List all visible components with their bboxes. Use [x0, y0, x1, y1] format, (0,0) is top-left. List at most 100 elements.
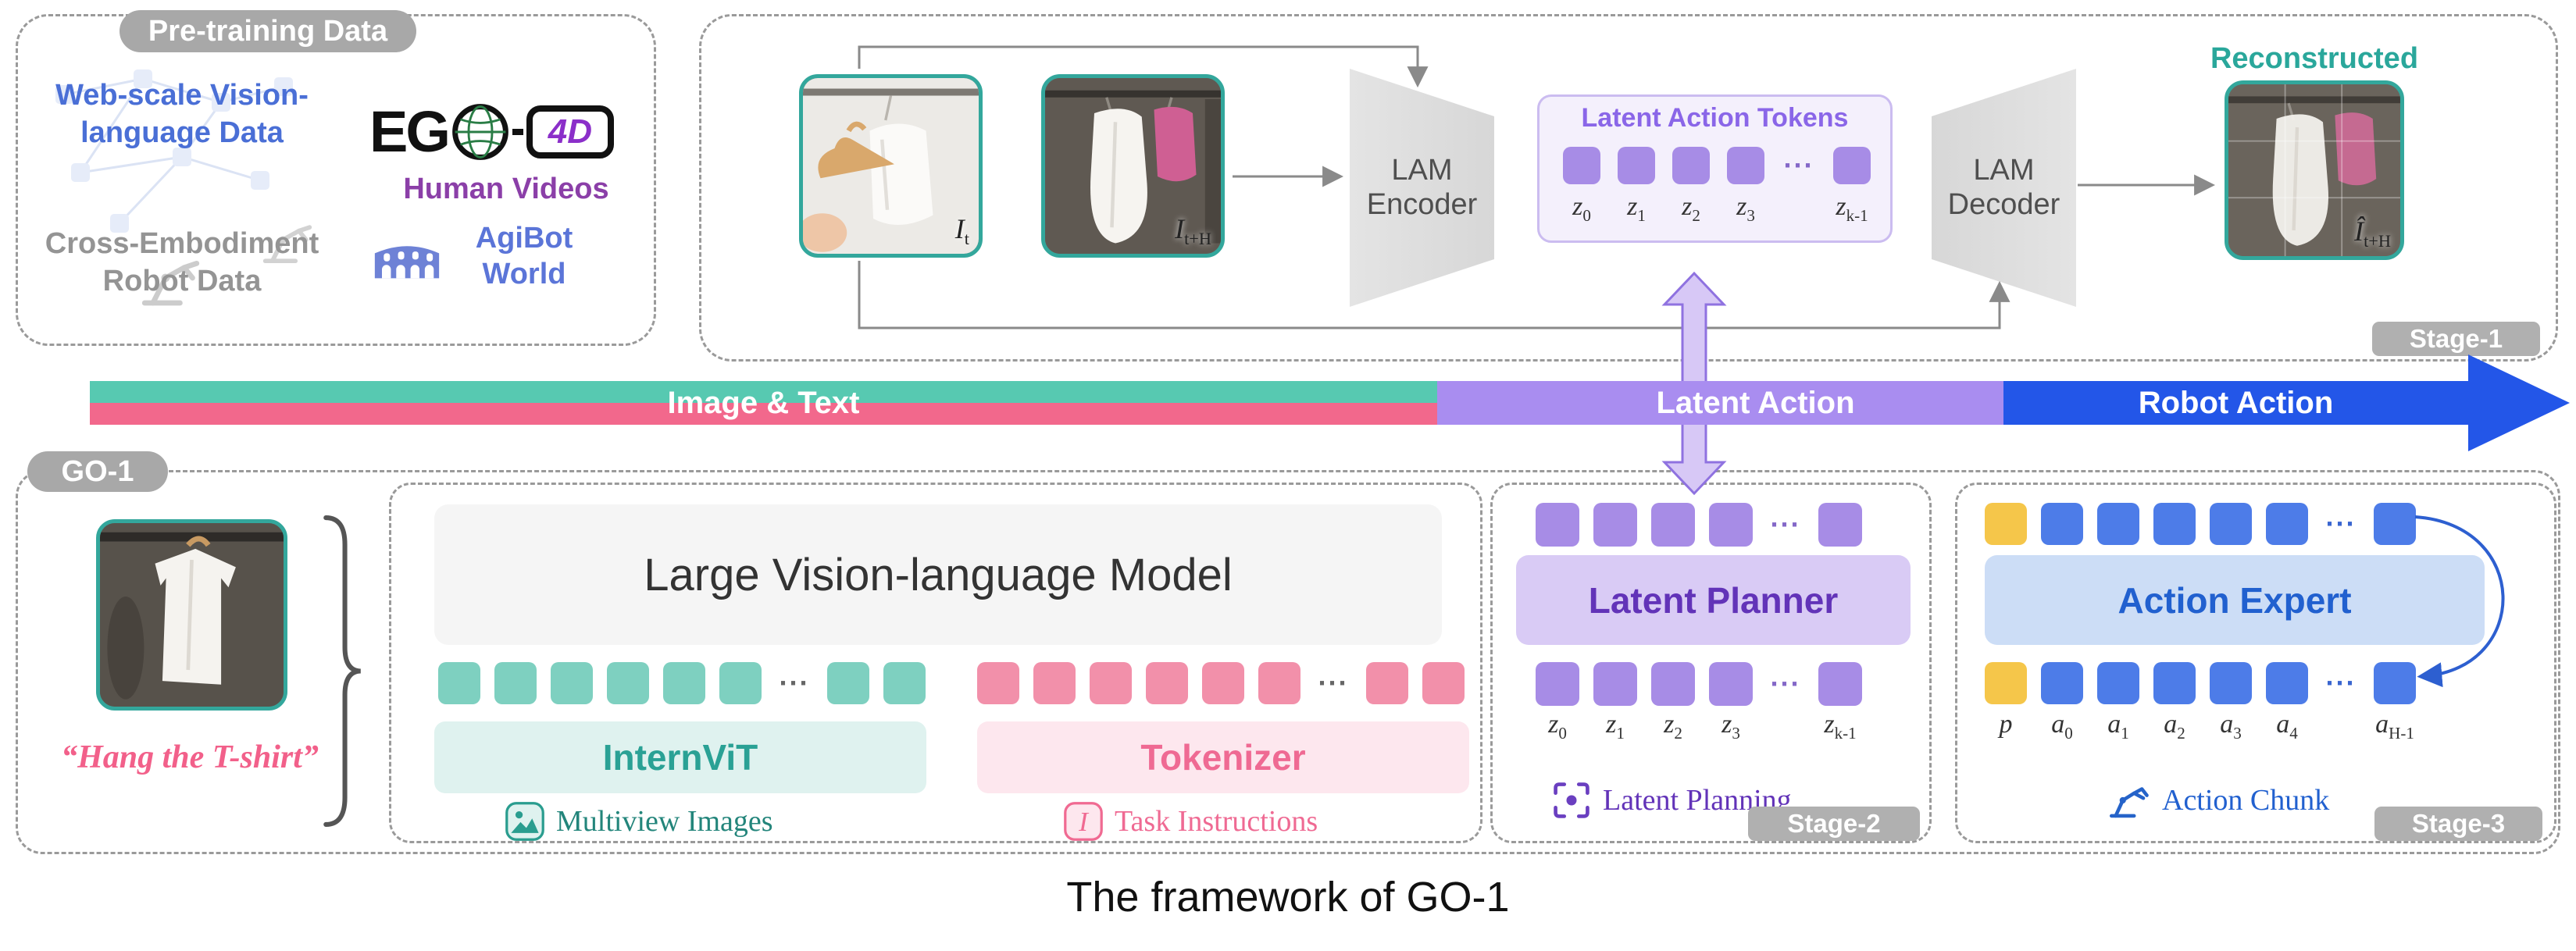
- token-label: a1: [2107, 710, 2129, 743]
- text-token: [1033, 662, 1076, 704]
- action-token: [2266, 503, 2308, 545]
- token-label: zk-1: [1824, 710, 1857, 743]
- text-token: [1090, 662, 1132, 704]
- action-token: [2041, 662, 2083, 704]
- latent-token: [1672, 147, 1710, 184]
- vision-token: [883, 662, 926, 704]
- latent-action-segment: Latent Action: [1437, 381, 2003, 425]
- token-label: a4: [2276, 710, 2298, 743]
- robot-action-label: Robot Action: [2138, 385, 2334, 420]
- stage3-badge: Stage-3: [2374, 807, 2542, 841]
- future-frame-image: It+H: [1041, 74, 1225, 258]
- action-token: [2153, 503, 2196, 545]
- action-chunk-caption: Action Chunk: [2106, 780, 2329, 821]
- multiview-images-caption: Multiview Images: [505, 801, 773, 842]
- figure-caption: The framework of GO-1: [1066, 874, 1510, 921]
- lam-encoder: LAM Encoder: [1350, 69, 1494, 307]
- latent-planner-box: Latent Planner: [1516, 555, 1911, 645]
- action-token: [2210, 662, 2252, 704]
- token-label: z3: [1721, 710, 1740, 743]
- latent-action-label: Latent Action: [1656, 385, 1855, 420]
- latent-token-row-bottom: ···: [1536, 662, 1862, 706]
- stage1-panel: It It+H LAM Encoder Latent Action Tokens: [699, 14, 2558, 362]
- vision-token: [607, 662, 649, 704]
- image-text-label: Image & Text: [667, 385, 860, 420]
- stage2-badge: Stage-2: [1748, 807, 1920, 841]
- latent-action-tokens-box: Latent Action Tokens ··· z0 z1 z2 z3 zk-…: [1537, 94, 1893, 243]
- vision-token: [663, 662, 705, 704]
- latent-token: [1536, 662, 1579, 706]
- vlm-box: Large Vision-language Model: [434, 504, 1442, 645]
- svg-text:I: I: [1078, 807, 1090, 837]
- token-label: z2: [1682, 192, 1700, 225]
- latent-token: [1651, 503, 1695, 547]
- ellipsis: ···: [1770, 508, 1801, 540]
- action-token-labels: p a0 a1 a2 a3 a4 aH-1: [1985, 710, 2416, 743]
- proprio-token: [1985, 662, 2027, 704]
- latent-planning-icon: [1554, 782, 1589, 818]
- image-stripe: [90, 381, 1437, 403]
- latent-token-row-top: ···: [1536, 503, 1862, 547]
- latent-token-row: ···: [1563, 147, 1871, 184]
- vision-token: [551, 662, 593, 704]
- action-token: [2097, 503, 2139, 545]
- flow-arrowhead: [2468, 354, 2570, 451]
- token-label: z1: [1627, 192, 1646, 225]
- text-token-row: ···: [977, 662, 1465, 704]
- vision-token: [438, 662, 480, 704]
- latent-token: [1818, 503, 1862, 547]
- latent-token: [1563, 147, 1600, 184]
- agibot-world: AgiBot World: [371, 221, 594, 292]
- task-instructions-label: Task Instructions: [1115, 805, 1318, 838]
- text-token: [1146, 662, 1188, 704]
- action-token-row-top: ···: [1985, 503, 2416, 545]
- action-token: [2097, 662, 2139, 704]
- action-token: [2266, 662, 2308, 704]
- action-token: [2041, 503, 2083, 545]
- latent-token: [1593, 503, 1637, 547]
- web-scale-data-label: Web-scale Vision-language Data: [55, 79, 309, 149]
- text-token: [1366, 662, 1408, 704]
- token-label: zk-1: [1836, 192, 1868, 225]
- token-label: a3: [2220, 710, 2242, 743]
- ellipsis: ···: [1318, 667, 1349, 699]
- text-token: [977, 662, 1019, 704]
- latent-token: [1709, 503, 1753, 547]
- token-label: z1: [1606, 710, 1625, 743]
- ego4d-logo: EG 4D: [369, 98, 614, 165]
- vision-token: [494, 662, 537, 704]
- token-label: z0: [1548, 710, 1567, 743]
- go1-badge: GO-1: [27, 451, 168, 492]
- ellipsis: ···: [2325, 508, 2357, 540]
- ego4d-eg-text: EG: [369, 99, 451, 164]
- training-flow-bar: Image & Text Latent Action Robot Action: [90, 354, 2570, 451]
- glasses-bridge: [512, 128, 523, 135]
- latent-token-labels: z0 z1 z2 z3 zk-1: [1563, 192, 1871, 226]
- robot-arm-decoration: [262, 225, 312, 264]
- lam-decoder: LAM Decoder: [1932, 69, 2076, 307]
- grouping-brace: [323, 515, 362, 827]
- pretraining-data-panel: Pre-training Data Web-scale Vision-langu…: [16, 10, 656, 346]
- latent-token: [1818, 662, 1862, 706]
- text-token: [1202, 662, 1244, 704]
- action-expert-box: Action Expert: [1985, 555, 2485, 645]
- glasses-lens: 4D: [526, 105, 614, 158]
- human-videos-label: Human Videos: [403, 173, 609, 205]
- vision-token-row: ···: [438, 662, 926, 704]
- ellipsis: ···: [1783, 149, 1814, 181]
- action-token: [2210, 503, 2252, 545]
- action-token-row-bottom: ···: [1985, 662, 2416, 704]
- token-label: z2: [1664, 710, 1682, 743]
- latent-token: [1618, 147, 1655, 184]
- token-label: a0: [2051, 710, 2073, 743]
- future-frame-label: It+H: [1175, 212, 1211, 248]
- ellipsis: ···: [1770, 668, 1801, 700]
- token-label: a2: [2164, 710, 2185, 743]
- task-instructions-caption: I Task Instructions: [1063, 801, 1318, 842]
- action-token: [2153, 662, 2196, 704]
- action-token: [2374, 662, 2416, 704]
- latent-token: [1651, 662, 1695, 706]
- input-frame-image: It: [799, 74, 983, 258]
- latent-token: [1727, 147, 1764, 184]
